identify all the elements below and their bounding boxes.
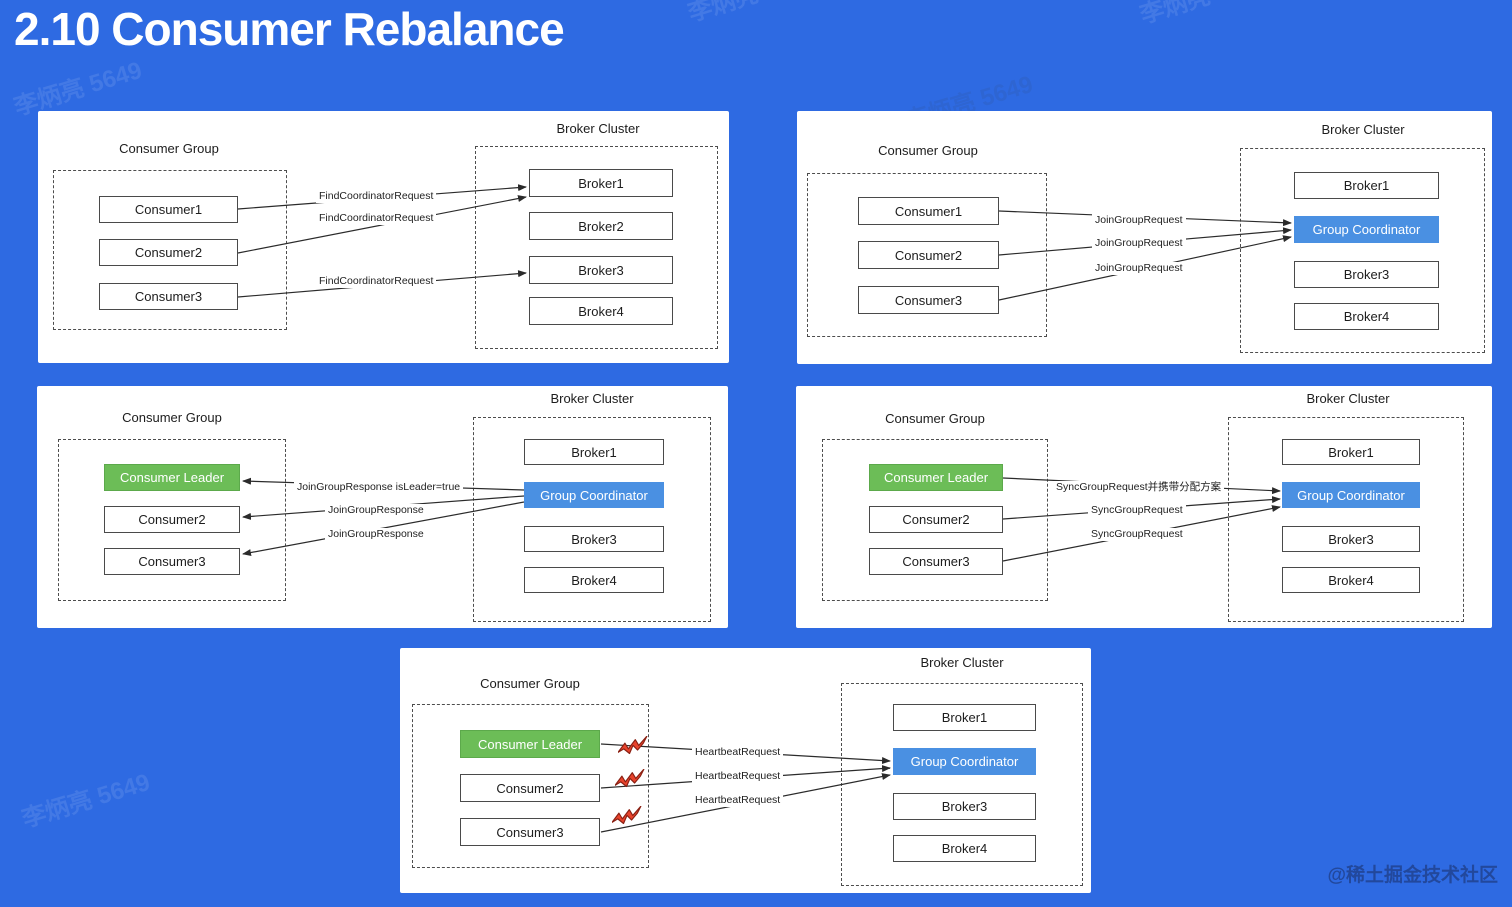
node-consumer3: Consumer3 [99, 283, 238, 310]
broker-cluster-title: Broker Cluster [1306, 391, 1390, 406]
node-broker3: Broker3 [529, 256, 673, 284]
node-broker3: Broker3 [1282, 526, 1420, 552]
lightning-bolt-icon [612, 806, 642, 825]
node-broker3: Broker3 [524, 526, 664, 552]
broker-cluster-title: Broker Cluster [1321, 122, 1405, 137]
node-consumer-leader: Consumer Leader [104, 464, 240, 491]
panel-join-group-request: Consumer Group Broker Cluster Consumer1 … [797, 111, 1492, 364]
node-consumer-leader: Consumer Leader [869, 464, 1003, 491]
consumer-group-title: Consumer Group [480, 676, 580, 691]
watermark-text: 李炳亮 5649 [683, 0, 820, 28]
node-broker1: Broker1 [529, 169, 673, 197]
watermark-text: 李炳亮 5649 [18, 768, 154, 834]
panel-sync-group-request: Consumer Group Broker Cluster Consumer L… [796, 386, 1492, 628]
node-broker3: Broker3 [1294, 261, 1439, 288]
node-consumer3: Consumer3 [858, 286, 999, 314]
edge-label: FindCoordinatorRequest [316, 275, 437, 288]
node-broker4: Broker4 [1282, 567, 1420, 593]
broker-cluster-title: Broker Cluster [920, 655, 1004, 670]
node-consumer1: Consumer1 [99, 196, 238, 223]
node-consumer2: Consumer2 [460, 774, 600, 802]
node-consumer1: Consumer1 [858, 197, 999, 225]
consumer-group-title: Consumer Group [878, 143, 978, 158]
lightning-bolt-icon [618, 736, 648, 755]
node-consumer3: Consumer3 [460, 818, 600, 846]
broker-cluster-title: Broker Cluster [556, 121, 640, 136]
node-consumer3: Consumer3 [104, 548, 240, 575]
node-broker1: Broker1 [1282, 439, 1420, 465]
panel-heartbeat: Consumer Group Broker Cluster Consumer L… [400, 648, 1091, 893]
edge-label: FindCoordinatorRequest [316, 212, 437, 225]
edge-label: HeartbeatRequest [692, 770, 784, 783]
node-broker4: Broker4 [529, 297, 673, 325]
node-consumer2: Consumer2 [858, 241, 999, 269]
node-broker1: Broker1 [524, 439, 664, 465]
edge-label: HeartbeatRequest [692, 746, 784, 759]
lightning-bolt-icon [615, 769, 645, 788]
node-consumer3: Consumer3 [869, 548, 1003, 575]
node-broker1: Broker1 [1294, 172, 1439, 199]
consumer-group-title: Consumer Group [119, 141, 219, 156]
consumer-group-title: Consumer Group [885, 411, 985, 426]
node-group-coordinator: Group Coordinator [1294, 216, 1439, 243]
edge-label: JoinGroupResponse isLeader=true [294, 481, 464, 494]
panel-find-coordinator: Consumer Group Broker Cluster Consumer1 … [38, 111, 729, 363]
edge-label: JoinGroupRequest [1092, 262, 1186, 275]
node-consumer2: Consumer2 [104, 506, 240, 533]
site-watermark: @稀土掘金技术社区 [1327, 865, 1498, 886]
edge-label: JoinGroupRequest [1092, 214, 1186, 227]
edge-label: SyncGroupRequest [1088, 504, 1186, 517]
node-broker3: Broker3 [893, 793, 1036, 820]
node-broker4: Broker4 [524, 567, 664, 593]
node-consumer2: Consumer2 [99, 239, 238, 266]
node-broker4: Broker4 [893, 835, 1036, 862]
node-group-coordinator: Group Coordinator [524, 482, 664, 508]
node-broker2: Broker2 [529, 212, 673, 240]
watermark-text: 李炳亮 5649 [1135, 0, 1272, 30]
edge-label: FindCoordinatorRequest [316, 190, 437, 203]
node-consumer2: Consumer2 [869, 506, 1003, 533]
edge-label: SyncGroupRequest [1088, 528, 1186, 541]
node-group-coordinator: Group Coordinator [893, 748, 1036, 775]
edge-label: JoinGroupRequest [1092, 237, 1186, 250]
node-broker1: Broker1 [893, 704, 1036, 731]
edge-label: JoinGroupResponse [325, 528, 427, 541]
node-broker4: Broker4 [1294, 303, 1439, 330]
consumer-group-title: Consumer Group [122, 410, 222, 425]
edge-label: HeartbeatRequest [692, 794, 784, 807]
edge-label: JoinGroupResponse [325, 504, 427, 517]
edge-label: SyncGroupRequest并携带分配方案 [1053, 481, 1225, 494]
panel-join-group-response: Consumer Group Broker Cluster Consumer L… [37, 386, 728, 628]
broker-cluster-title: Broker Cluster [550, 391, 634, 406]
node-group-coordinator: Group Coordinator [1282, 482, 1420, 508]
node-consumer-leader: Consumer Leader [460, 730, 600, 758]
page-title: 2.10 Consumer Rebalance [14, 3, 565, 55]
